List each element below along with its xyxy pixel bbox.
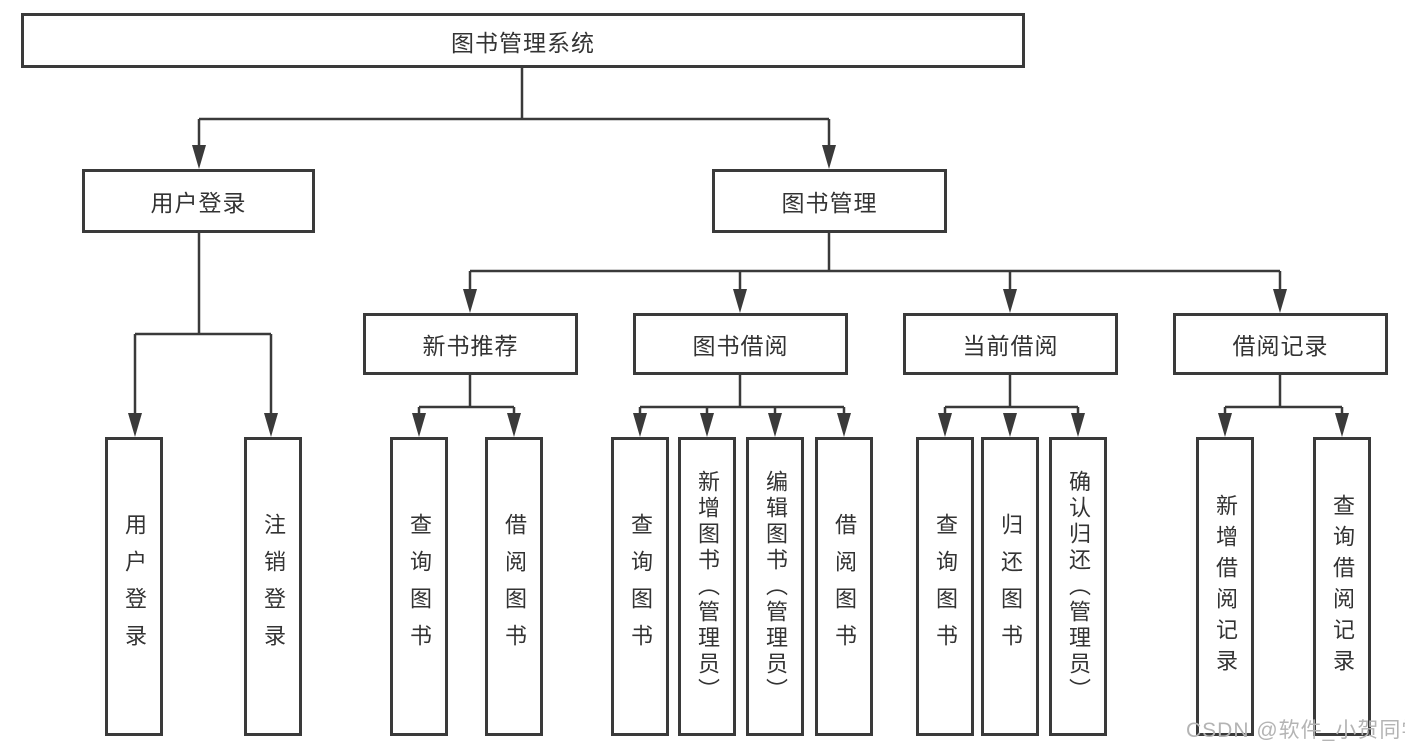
leaf-query-borrow-record: 查询借阅记录 <box>1313 437 1371 736</box>
leaf-add-books-admin: 新增图书（管理员） <box>678 437 736 736</box>
node-label: 用户登录 <box>150 190 247 216</box>
node-label: 图书管理系统 <box>451 29 595 56</box>
node-book-management-module: 图书管理 <box>712 169 947 233</box>
node-label: 图书管理 <box>781 190 878 216</box>
csdn-watermark: CSDN @软件_小贺同学 <box>1186 719 1405 742</box>
leaf-query-books-recommend: 查询图书 <box>390 437 448 736</box>
leaf-user-login: 用户登录 <box>105 437 163 736</box>
leaf-logout: 注销登录 <box>244 437 302 736</box>
node-label: 当前借阅 <box>962 333 1059 359</box>
node-label: 图书借阅 <box>692 333 789 359</box>
node-label: 借阅图书 <box>832 512 857 661</box>
node-current-borrowing: 当前借阅 <box>903 313 1118 375</box>
node-label: 确认归还（管理员） <box>1066 469 1091 704</box>
node-label: 编辑图书（管理员） <box>763 469 788 704</box>
node-label: 新增图书（管理员） <box>695 469 720 704</box>
node-label: 查询图书 <box>628 512 653 661</box>
leaf-query-books-borrowing: 查询图书 <box>611 437 669 736</box>
leaf-add-borrow-record: 新增借阅记录 <box>1196 437 1254 736</box>
leaf-query-books-current: 查询图书 <box>916 437 974 736</box>
node-label: 查询借阅记录 <box>1330 493 1355 680</box>
node-new-book-recommendation: 新书推荐 <box>363 313 578 375</box>
node-label: 借阅图书 <box>502 512 527 661</box>
node-label: 查询图书 <box>407 512 432 661</box>
node-label: 查询图书 <box>933 512 958 661</box>
leaf-confirm-return-admin: 确认归还（管理员） <box>1049 437 1107 736</box>
tree-edges <box>133 67 1344 415</box>
node-user-login-module: 用户登录 <box>82 169 315 233</box>
leaf-edit-books-admin: 编辑图书（管理员） <box>746 437 804 736</box>
node-borrowing-records: 借阅记录 <box>1173 313 1388 375</box>
node-label: 借阅记录 <box>1232 333 1329 359</box>
node-library-management-system: 图书管理系统 <box>21 13 1025 68</box>
leaf-return-books: 归还图书 <box>981 437 1039 736</box>
node-label: 新书推荐 <box>422 333 519 359</box>
node-label: 用户登录 <box>122 512 147 661</box>
leaf-borrow-books-recommend: 借阅图书 <box>485 437 543 736</box>
node-label: 归还图书 <box>998 512 1023 661</box>
arrowheads <box>128 145 1349 437</box>
leaf-borrow-books: 借阅图书 <box>815 437 873 736</box>
node-label: 注销登录 <box>261 512 286 661</box>
node-label: 新增借阅记录 <box>1213 493 1238 680</box>
node-book-borrowing: 图书借阅 <box>633 313 848 375</box>
